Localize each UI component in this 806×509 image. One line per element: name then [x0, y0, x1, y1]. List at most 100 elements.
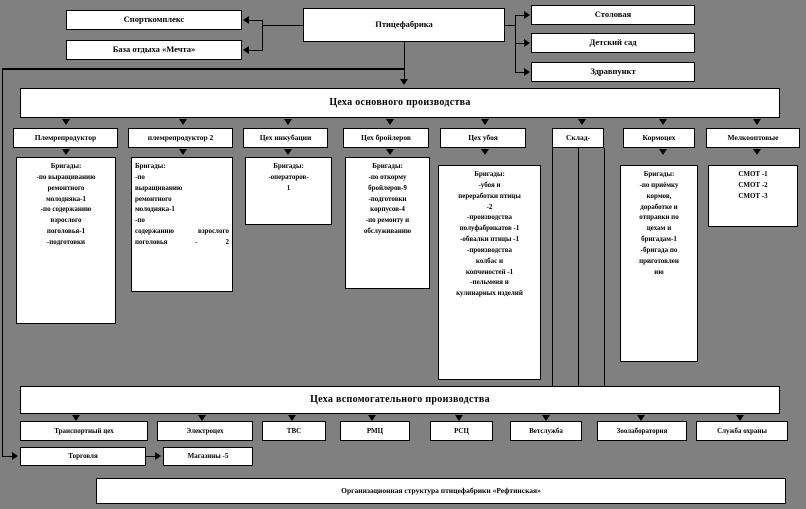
dept-slaughter-label: Цех убоя: [468, 132, 498, 142]
dept-feed-shop[interactable]: Кормоцех: [623, 128, 695, 148]
arrow-detail-5: [481, 149, 489, 155]
aux-dept-zoo-laboratory[interactable]: Зоолаборатория: [597, 421, 687, 441]
aux-dept-rsc[interactable]: РСЦ: [430, 421, 493, 441]
connector-trade-vertical: [2, 70, 3, 456]
arrow-dept-8: [753, 119, 761, 125]
dept-warehouse-label: Склад-: [566, 132, 590, 142]
arrow-detail-2: [179, 149, 187, 155]
aux-dept-transport[interactable]: Транспортный цех: [20, 421, 148, 441]
connector-warehouse-down-3: [604, 148, 605, 386]
node-canteen-label: Столовая: [594, 9, 632, 20]
connector-root-left-stub: [262, 25, 304, 26]
aux-dept-tvs[interactable]: ТВС: [262, 421, 326, 441]
node-trade[interactable]: Торговля: [20, 447, 146, 466]
dept-breeding-reproducer[interactable]: Племрепродуктор: [13, 128, 118, 148]
detail-feed-shop[interactable]: Бригады: -по приёмку кормов, доработке и…: [620, 165, 698, 362]
detail-broilers[interactable]: Бригады: -по откорму бройлеров-9 -подгот…: [345, 157, 430, 289]
detail-line: -пельменя и: [470, 278, 509, 287]
aux-dept-vet-service-label: Ветслужба: [529, 426, 563, 435]
band-aux-production-label: Цеха вспомогательного производства: [310, 394, 490, 406]
detail-line: бригадам-1: [641, 235, 677, 244]
band-main-production-label: Цеха основного производства: [329, 97, 471, 109]
connector-left-vertical: [262, 20, 263, 51]
connector-right-health: [515, 72, 525, 73]
aux-dept-vet-service[interactable]: Ветслужба: [510, 421, 582, 441]
detail-line: Бригады:: [372, 162, 403, 170]
detail-line: -убоя и: [478, 180, 501, 189]
detail-line: взрослого: [50, 216, 82, 225]
dept-warehouse[interactable]: Склад-: [552, 128, 604, 148]
dept-small-wholesale-label: Мелкооптовые: [727, 132, 779, 142]
aux-dept-security-service-label: Служба охраны: [717, 426, 767, 435]
connector-trade-in: [2, 456, 16, 457]
node-recreation-base[interactable]: База отдыха «Мечта»: [66, 40, 242, 60]
arrow-aux-5: [455, 415, 463, 421]
dept-incubation[interactable]: Цех инкубации: [243, 128, 328, 148]
detail-line: приготовлен: [639, 256, 679, 265]
node-root-label: Птицефабрика: [375, 19, 433, 30]
node-kindergarten-label: Детский сад: [589, 37, 637, 48]
detail-small-wholesale[interactable]: СМОТ -1 СМОТ -2 СМОТ -3: [708, 165, 798, 227]
aux-dept-electrical-label: Электроцех: [186, 426, 224, 435]
dept-breeding-reproducer-2[interactable]: племрепродуктор 2: [128, 128, 233, 148]
detail-line: -производства: [466, 213, 512, 222]
connector-right-vertical: [515, 15, 516, 73]
arrow-detail-3: [284, 149, 292, 155]
connector-right-kindergarten: [515, 43, 525, 44]
node-root[interactable]: Птицефабрика: [303, 8, 505, 42]
aux-dept-rmc-label: РМЦ: [366, 426, 384, 435]
aux-dept-tvs-label: ТВС: [286, 426, 302, 435]
arrow-left-base: [243, 46, 249, 54]
detail-line: -обвалки птицы -1: [459, 235, 519, 244]
detail-line: Бригады:: [273, 162, 304, 170]
detail-line: 1: [286, 183, 291, 192]
detail-line: Бригады:: [50, 162, 82, 170]
dept-incubation-label: Цех инкубации: [259, 132, 312, 142]
node-canteen[interactable]: Столовая: [531, 5, 695, 25]
band-aux-production[interactable]: Цеха вспомогательного производства: [20, 386, 780, 414]
connector-right-stub: [505, 25, 516, 26]
node-shops-label: Магазины -5: [187, 452, 229, 461]
aux-dept-security-service[interactable]: Служба охраны: [696, 421, 788, 441]
arrow-detail-7: [659, 149, 667, 155]
detail-slaughter[interactable]: Бригады: -убоя и переработки птицы -2 -п…: [438, 165, 541, 380]
detail-line: -по приёмку: [639, 180, 679, 189]
detail-line: СМОТ -3: [738, 191, 768, 200]
detail-line: -операторов-: [268, 172, 309, 181]
arrow-aux-1: [72, 415, 80, 421]
detail-line: ремонтного: [47, 183, 85, 192]
connector-warehouse-down-2: [552, 148, 553, 386]
node-sports-complex[interactable]: Спорткомплекс: [66, 10, 242, 30]
arrow-left-sports: [243, 16, 249, 24]
arrow-trade-in: [12, 452, 18, 460]
detail-line: -бригада по: [640, 245, 678, 254]
detail-line: Бригады:: [474, 170, 505, 178]
detail-line: ремонтного: [135, 194, 172, 203]
detail-line: переработки птицы: [458, 191, 521, 200]
detail-line: молодняка-1: [46, 194, 86, 203]
band-main-production[interactable]: Цеха основного производства: [20, 88, 780, 118]
diagram-caption: Организационная структура птицефабрики «…: [96, 478, 786, 504]
node-shops[interactable]: Магазины -5: [163, 447, 253, 466]
dept-breeding-reproducer-label: Племрепродуктор: [34, 132, 97, 142]
node-health-post[interactable]: Здравпункт: [531, 62, 695, 82]
detail-breeding-reproducer[interactable]: Бригады: -по выращиванию ремонтного моло…: [16, 157, 116, 324]
detail-line: доработке и: [640, 202, 678, 211]
arrow-aux-2: [198, 415, 206, 421]
dept-broilers[interactable]: Цех бройлеров: [343, 128, 429, 148]
dept-small-wholesale[interactable]: Мелкооптовые: [706, 128, 800, 148]
detail-incubation[interactable]: Бригады: -операторов- 1: [245, 157, 332, 225]
detail-line: -по содержанию: [40, 205, 92, 214]
arrow-aux-6: [542, 415, 550, 421]
detail-line: полуфабрикатов -1: [459, 224, 520, 233]
node-kindergarten[interactable]: Детский сад: [531, 33, 695, 53]
aux-dept-electrical[interactable]: Электроцех: [157, 421, 253, 441]
dept-broilers-label: Цех бройлеров: [361, 132, 411, 142]
detail-line: цехам и: [646, 224, 672, 233]
arrow-detail-1: [62, 149, 70, 155]
aux-dept-transport-label: Транспортный цех: [54, 426, 114, 435]
aux-dept-rmc[interactable]: РМЦ: [340, 421, 410, 441]
dept-slaughter[interactable]: Цех убоя: [440, 128, 526, 148]
arrow-right-canteen: [524, 11, 530, 19]
detail-breeding-reproducer-2[interactable]: Бригады: -по выращиванию ремонтного моло…: [131, 157, 233, 292]
